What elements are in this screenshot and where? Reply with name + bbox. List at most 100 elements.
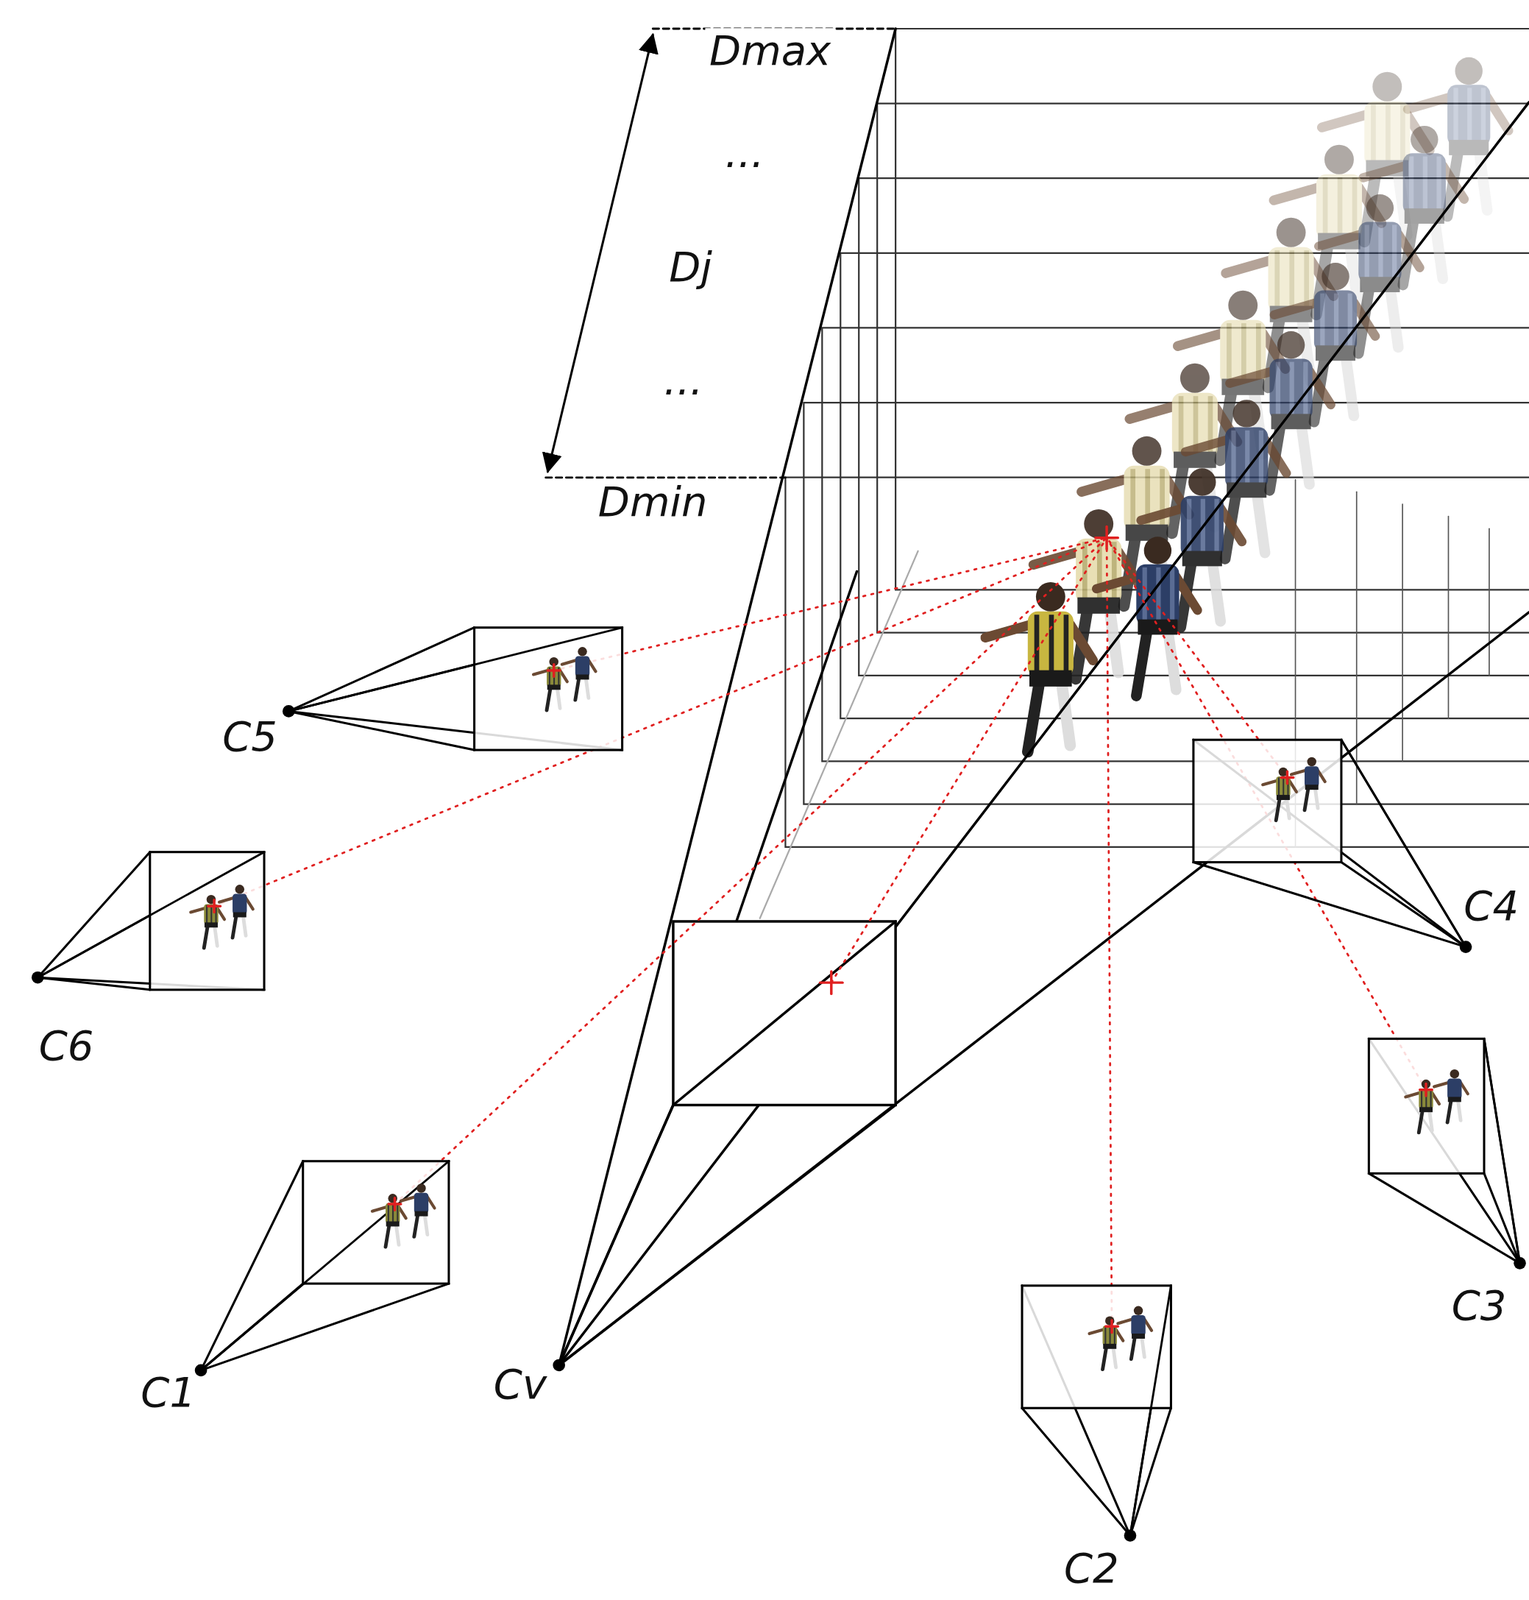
player-arm xyxy=(1487,97,1509,131)
player-arm xyxy=(1264,439,1287,474)
player-stripe xyxy=(1347,293,1353,349)
red-cross xyxy=(1110,1320,1113,1333)
player-stripe xyxy=(1130,468,1136,528)
camera-label: C6 xyxy=(34,1022,99,1069)
frustum-edge xyxy=(559,1104,674,1365)
player-figure xyxy=(219,884,254,938)
player-stripe xyxy=(1322,177,1329,237)
player-torso xyxy=(1304,765,1319,787)
player-shorts xyxy=(1131,1333,1145,1339)
player-arm xyxy=(1175,576,1198,610)
frustum-edge xyxy=(200,1283,449,1371)
player-shorts xyxy=(1448,1096,1462,1102)
depth-label: Dmin xyxy=(593,479,713,525)
player-stripe xyxy=(1178,395,1184,455)
player-arm xyxy=(1096,576,1140,589)
player-stripe xyxy=(1063,614,1070,674)
player-arm xyxy=(1117,1319,1132,1324)
player-head xyxy=(1144,536,1172,564)
player-stripe xyxy=(1409,155,1414,212)
player-stripe xyxy=(387,1203,390,1223)
frustum-edge xyxy=(1130,1285,1171,1536)
player-stripe xyxy=(1430,1089,1432,1109)
projection-ray xyxy=(1106,537,1426,1090)
depth-plane xyxy=(803,402,1529,804)
player-stripe xyxy=(1423,155,1428,212)
player-shorts xyxy=(1102,1343,1117,1349)
player-figure xyxy=(1096,536,1198,696)
player-arm xyxy=(1220,507,1243,542)
frustum-edge xyxy=(1484,1038,1521,1263)
player-arm xyxy=(562,660,577,665)
projection-ray xyxy=(214,537,1107,906)
player-figure xyxy=(1434,1069,1468,1123)
player-stripe xyxy=(396,1203,399,1223)
player-torso xyxy=(1447,1077,1462,1099)
camera xyxy=(282,627,623,750)
grid-line xyxy=(1488,528,1491,676)
player-arm xyxy=(398,1206,407,1218)
player-arm xyxy=(1460,1082,1468,1094)
player-head xyxy=(1306,757,1316,766)
image-plane xyxy=(150,852,265,990)
player-head xyxy=(1450,1069,1460,1078)
player-stripe xyxy=(1282,777,1284,797)
depth-plane xyxy=(895,28,1529,590)
frustum-edge xyxy=(559,1104,896,1365)
red-cross xyxy=(393,1197,396,1211)
player-torso xyxy=(385,1203,400,1224)
player-arm xyxy=(533,670,548,675)
camera-label: C3 xyxy=(1447,1283,1512,1329)
player-arm xyxy=(985,624,1031,638)
player-figure xyxy=(1117,1306,1152,1360)
camera-label: C5 xyxy=(217,713,282,760)
player-shorts xyxy=(1271,413,1312,429)
grid-line xyxy=(1356,491,1358,804)
frustum-edge xyxy=(673,921,896,1106)
frustum-edge xyxy=(1341,739,1466,947)
frustum-edge xyxy=(288,627,474,712)
player-shorts xyxy=(547,684,561,690)
player-head xyxy=(1232,399,1260,427)
player-head xyxy=(1133,1306,1143,1315)
player-stripe xyxy=(1258,430,1264,486)
camera xyxy=(1193,739,1472,953)
player-stripe xyxy=(1278,777,1280,797)
frustum-edge xyxy=(1368,1172,1520,1263)
player-stripe xyxy=(1303,250,1309,310)
red-cross xyxy=(1424,1083,1427,1096)
frustum-edge xyxy=(1484,1038,1521,1263)
player-arm xyxy=(1407,97,1451,110)
player-stripe xyxy=(1241,323,1247,382)
player-arm xyxy=(1317,770,1326,782)
player-stripe xyxy=(1364,225,1370,281)
player-sweep xyxy=(985,57,1509,752)
player-torso xyxy=(575,656,590,677)
camera-label: C4 xyxy=(1459,882,1524,929)
player-head xyxy=(1036,582,1066,612)
frustum-edge xyxy=(288,710,474,750)
player-arm xyxy=(1081,479,1128,493)
player-torso xyxy=(1102,1325,1117,1346)
player-torso xyxy=(1130,1314,1145,1336)
camera-center xyxy=(194,1364,208,1377)
player-arm xyxy=(1442,165,1465,200)
player-arm xyxy=(1273,186,1320,201)
depth-label: Dmax xyxy=(704,28,836,75)
red-cross xyxy=(212,899,215,913)
player-head xyxy=(235,884,245,894)
grid-line xyxy=(1401,504,1404,761)
player-arm xyxy=(219,897,234,903)
image-plane xyxy=(1193,739,1342,862)
player-arm xyxy=(1405,1092,1420,1098)
camera-center xyxy=(1513,1256,1527,1270)
depth-plane xyxy=(840,253,1529,719)
depth-plane xyxy=(877,103,1529,633)
player-shorts xyxy=(1173,451,1217,468)
player-head xyxy=(416,1183,426,1193)
red-cross xyxy=(1105,526,1108,549)
frustum-edge xyxy=(559,1104,674,1365)
player-stripe xyxy=(1289,250,1295,310)
player-stripe xyxy=(1467,87,1472,143)
